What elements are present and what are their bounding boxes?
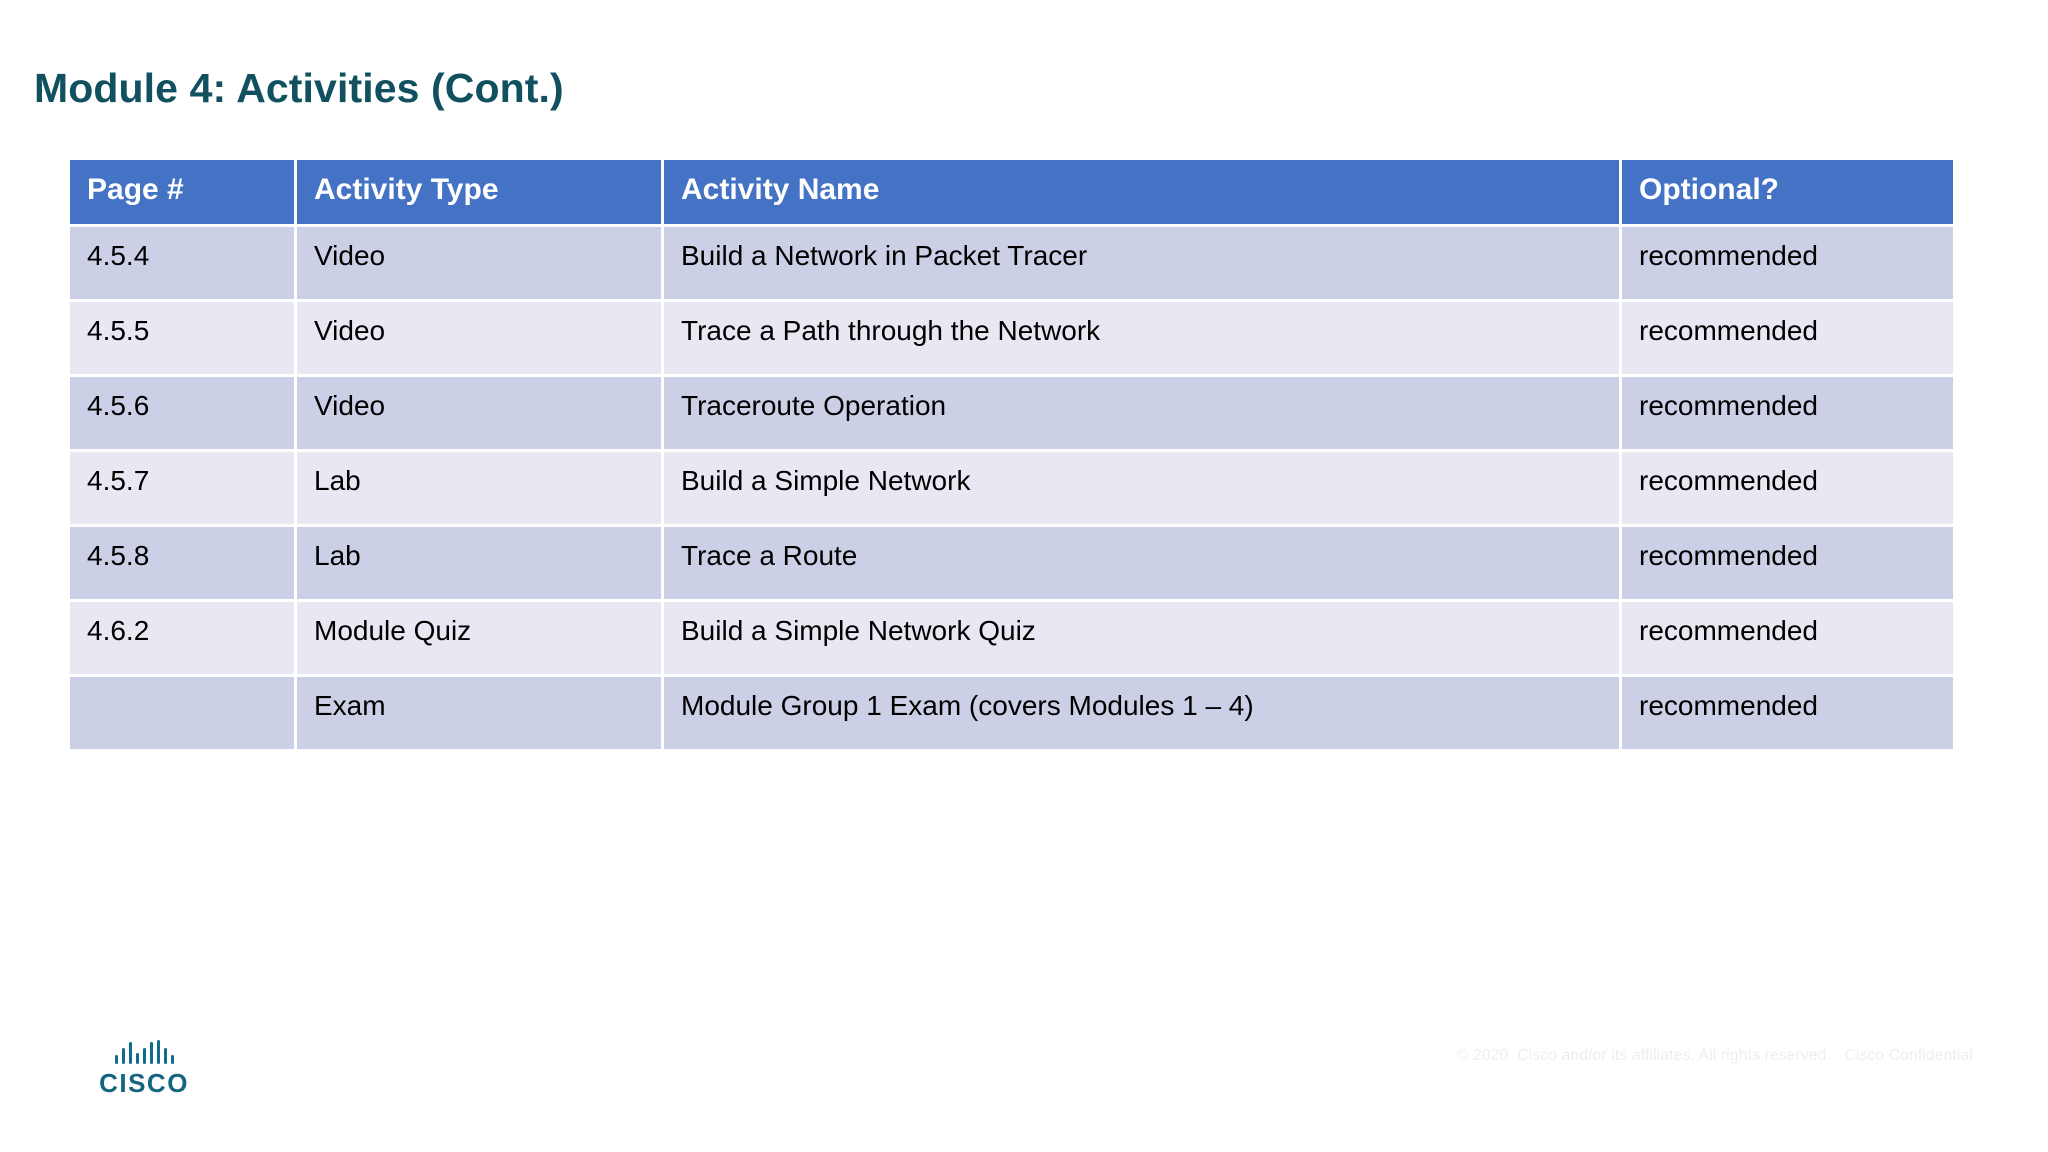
table-row: 4.5.6 Video Traceroute Operation recomme…: [70, 377, 1953, 449]
cell-type: Video: [297, 302, 661, 374]
cell-page: 4.5.8: [70, 527, 294, 599]
table-header-row: Page # Activity Type Activity Name Optio…: [70, 160, 1953, 224]
cell-optional: recommended: [1622, 302, 1953, 374]
table-row: 4.5.8 Lab Trace a Route recommended: [70, 527, 1953, 599]
cell-type: Exam: [297, 677, 661, 749]
cell-optional: recommended: [1622, 527, 1953, 599]
cell-page: 4.5.4: [70, 227, 294, 299]
cell-name: Traceroute Operation: [664, 377, 1619, 449]
cell-optional: recommended: [1622, 677, 1953, 749]
cell-optional: recommended: [1622, 377, 1953, 449]
activities-table: Page # Activity Type Activity Name Optio…: [67, 157, 1956, 752]
cell-type: Lab: [297, 527, 661, 599]
cell-type: Module Quiz: [297, 602, 661, 674]
cell-name: Build a Network in Packet Tracer: [664, 227, 1619, 299]
cell-optional: recommended: [1622, 602, 1953, 674]
cell-name: Build a Simple Network: [664, 452, 1619, 524]
cell-name: Trace a Route: [664, 527, 1619, 599]
page-title: Module 4: Activities (Cont.): [34, 65, 564, 112]
cell-optional: recommended: [1622, 227, 1953, 299]
footer-legal-text: © 2020 Cisco and/or its affiliates. All …: [1456, 1047, 1973, 1064]
cell-name: Module Group 1 Exam (covers Modules 1 – …: [664, 677, 1619, 749]
table-row: Exam Module Group 1 Exam (covers Modules…: [70, 677, 1953, 749]
column-header-optional: Optional?: [1622, 160, 1953, 224]
cell-page: [70, 677, 294, 749]
table-row: 4.6.2 Module Quiz Build a Simple Network…: [70, 602, 1953, 674]
cell-page: 4.6.2: [70, 602, 294, 674]
cell-type: Lab: [297, 452, 661, 524]
cell-type: Video: [297, 227, 661, 299]
cell-optional: recommended: [1622, 452, 1953, 524]
table-body: 4.5.4 Video Build a Network in Packet Tr…: [70, 227, 1953, 749]
cisco-logo-icon: CISCO: [97, 1040, 191, 1098]
cisco-bridge-bars-icon: [97, 1040, 191, 1064]
cell-name: Trace a Path through the Network: [664, 302, 1619, 374]
cisco-wordmark: CISCO: [99, 1068, 189, 1098]
table-row: 4.5.7 Lab Build a Simple Network recomme…: [70, 452, 1953, 524]
table-row: 4.5.5 Video Trace a Path through the Net…: [70, 302, 1953, 374]
cell-type: Video: [297, 377, 661, 449]
column-header-page: Page #: [70, 160, 294, 224]
cell-page: 4.5.6: [70, 377, 294, 449]
cell-page: 4.5.5: [70, 302, 294, 374]
column-header-name: Activity Name: [664, 160, 1619, 224]
column-header-type: Activity Type: [297, 160, 661, 224]
cell-name: Build a Simple Network Quiz: [664, 602, 1619, 674]
cell-page: 4.5.7: [70, 452, 294, 524]
table-row: 4.5.4 Video Build a Network in Packet Tr…: [70, 227, 1953, 299]
